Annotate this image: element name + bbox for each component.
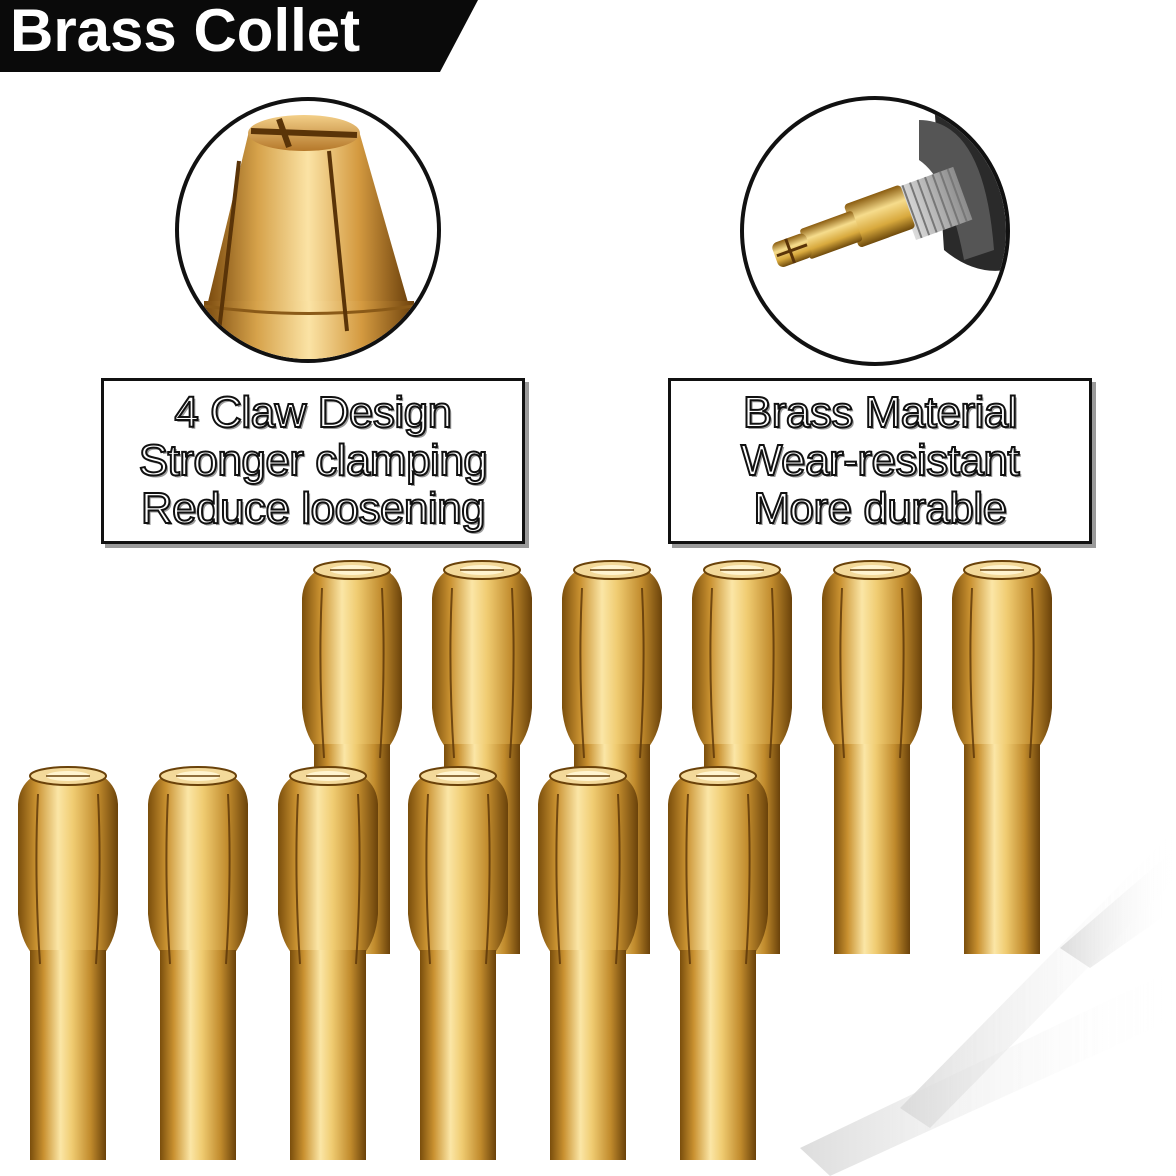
mounted-collet-circle	[740, 96, 1010, 366]
four-claw-collet-closeup-image	[203, 115, 415, 359]
banner-title: Brass Collet	[10, 0, 361, 64]
brass-collet-set-image	[17, 559, 1176, 1176]
feature-line: Brass Material	[742, 388, 1019, 438]
title-banner: Brass Collet	[0, 0, 480, 72]
collet-on-shaft-image	[772, 100, 1006, 271]
claw-closeup-circle	[175, 97, 441, 363]
feature-line: Wear-resistant	[740, 436, 1021, 486]
banner-background	[0, 0, 478, 72]
feature-line: 4 Claw Design	[173, 388, 453, 438]
feature-box-brass-material: Brass Material Wear-resistant More durab…	[668, 378, 1092, 544]
feature-box-claw-design: 4 Claw Design Stronger clamping Reduce l…	[101, 378, 525, 544]
collet-front-row	[17, 765, 769, 1161]
feature-line: Reduce loosening	[140, 484, 487, 534]
feature-line: More durable	[752, 484, 1008, 534]
feature-line: Stronger clamping	[138, 436, 489, 486]
